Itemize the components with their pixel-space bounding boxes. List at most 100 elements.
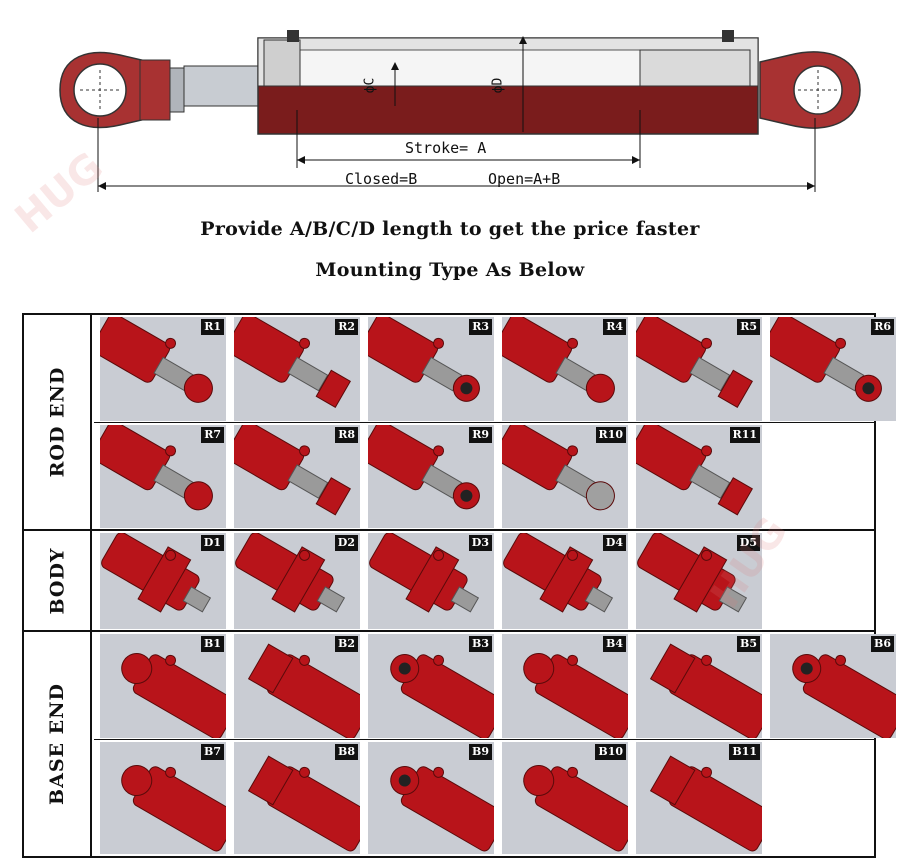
mounting-type-cell-b7: B7 — [100, 742, 226, 854]
cylinder-illustration — [121, 653, 226, 738]
cylinder-illustration — [368, 317, 480, 402]
cylinder-illustration — [247, 643, 360, 738]
mounting-code-badge: R2 — [335, 319, 358, 335]
mounting-type-cell-r2: R2 — [234, 317, 360, 421]
mounting-type-cell-b11: B11 — [636, 742, 762, 854]
open-label: Open=A+B — [488, 170, 561, 188]
mounting-type-cell-b9: B9 — [368, 742, 494, 854]
cylinder-illustration — [502, 425, 615, 511]
cylinder-illustration — [792, 654, 896, 738]
mounting-type-cell-r6: R6 — [770, 317, 896, 421]
mounting-type-cell-b4: B4 — [502, 634, 628, 738]
cylinder-illustration — [649, 643, 762, 738]
cylinder-drawing: ϕC ϕD Stroke= A Closed=B Open=A+B — [0, 0, 900, 205]
mounting-code-badge: B7 — [201, 744, 224, 760]
mounting-type-cell-r1: R1 — [100, 317, 226, 421]
cylinder-illustration — [368, 425, 480, 510]
right-eye-mount — [759, 51, 861, 129]
mounting-code-badge: R6 — [871, 319, 894, 335]
mounting-type-cell-d4: D4 — [502, 533, 628, 629]
mounting-code-badge: D2 — [334, 535, 358, 551]
mounting-code-badge: B4 — [603, 636, 626, 652]
mounting-type-cell-r5: R5 — [636, 317, 762, 421]
cylinder-illustration — [390, 766, 494, 852]
section-base-end-text: BASE END — [46, 683, 69, 805]
mounting-code-badge: B2 — [335, 636, 358, 652]
divider — [24, 630, 874, 632]
left-eye-mount — [59, 51, 185, 129]
body-row: D1 D2 D3 D4 D5 — [94, 533, 874, 629]
mounting-type-cell-r9: R9 — [368, 425, 494, 528]
mounting-code-badge: D3 — [468, 535, 492, 551]
rod-end-row-1: R1 R2 R3 R4 R5 R6 — [94, 317, 896, 421]
mounting-type-cell-r7: R7 — [100, 425, 226, 528]
cylinder-diagram — [59, 30, 861, 192]
section-label-body: BODY — [24, 531, 92, 630]
rod-end-row-2: R7 R8 R9 R10 R11 — [94, 425, 874, 528]
cylinder-illustration — [649, 755, 762, 852]
mounting-code-badge: B3 — [469, 636, 492, 652]
cylinder-illustration — [247, 755, 360, 852]
section-label-rod-end: ROD END — [24, 315, 92, 529]
mounting-type-cell-b8: B8 — [234, 742, 360, 854]
cylinder-illustration — [234, 317, 351, 408]
phi-c-label: ϕC — [362, 77, 378, 94]
cylinder-illustration — [636, 425, 753, 516]
mounting-type-cell-r11: R11 — [636, 425, 762, 528]
mounting-type-cell-b6: B6 — [770, 634, 896, 738]
cylinder-illustration — [523, 765, 628, 852]
cylinder-illustration — [770, 317, 882, 402]
mounting-type-cell-b5: B5 — [636, 634, 762, 738]
mounting-code-badge: R5 — [737, 319, 760, 335]
base-end-row-2: B7 B8 B9 B10 B11 — [94, 742, 874, 854]
mounting-type-cell-d3: D3 — [368, 533, 494, 629]
cylinder-illustration — [636, 317, 753, 408]
closed-label: Closed=B — [345, 170, 418, 188]
cylinder-illustration — [101, 533, 212, 613]
cylinder-illustration — [523, 653, 628, 738]
mounting-type-cell-b3: B3 — [368, 634, 494, 738]
mounting-type-cell-b10: B10 — [502, 742, 628, 854]
cylinder-illustration — [100, 425, 213, 511]
mounting-code-badge: R4 — [603, 319, 626, 335]
divider — [24, 529, 874, 531]
mounting-code-badge: R10 — [595, 427, 626, 443]
section-rod-end-text: ROD END — [46, 366, 69, 478]
mounting-code-badge: B11 — [729, 744, 760, 760]
mounting-type-cell-b2: B2 — [234, 634, 360, 738]
mounting-type-cell-d5: D5 — [636, 533, 762, 629]
mounting-code-badge: D5 — [736, 535, 760, 551]
piston-rod — [183, 65, 265, 107]
mounting-type-cell-d1: D1 — [100, 533, 226, 629]
cylinder-illustration — [502, 317, 615, 403]
mounting-code-badge: R1 — [201, 319, 224, 335]
section-label-base-end: BASE END — [24, 632, 92, 856]
mounting-code-badge: R8 — [335, 427, 358, 443]
mounting-code-badge: B1 — [201, 636, 224, 652]
cylinder-illustration — [503, 533, 614, 613]
cylinder-illustration — [390, 654, 494, 738]
cylinder-illustration — [235, 533, 346, 613]
mounting-code-badge: B6 — [871, 636, 894, 652]
mounting-type-cell-d2: D2 — [234, 533, 360, 629]
section-body-text: BODY — [46, 546, 69, 615]
heading-price-hint: Provide A/B/C/D length to get the price … — [200, 218, 700, 240]
stroke-label: Stroke= A — [405, 139, 487, 157]
heading-mounting-type: Mounting Type As Below — [315, 259, 585, 281]
mounting-code-badge: R7 — [201, 427, 224, 443]
mounting-code-badge: D4 — [602, 535, 626, 551]
mounting-code-badge: R11 — [729, 427, 760, 443]
mounting-type-cell-r10: R10 — [502, 425, 628, 528]
mounting-code-badge: D1 — [200, 535, 224, 551]
row-divider — [94, 739, 874, 740]
mounting-code-badge: B8 — [335, 744, 358, 760]
mounting-code-badge: R3 — [469, 319, 492, 335]
mounting-type-cell-r8: R8 — [234, 425, 360, 528]
mounting-code-badge: B5 — [737, 636, 760, 652]
mounting-code-badge: B9 — [469, 744, 492, 760]
cylinder-illustration — [234, 425, 351, 516]
cylinder-illustration — [369, 533, 480, 613]
phi-d-label: ϕD — [490, 77, 506, 94]
base-end-row-1: B1 B2 B3 B4 B5 B6 — [94, 634, 896, 738]
